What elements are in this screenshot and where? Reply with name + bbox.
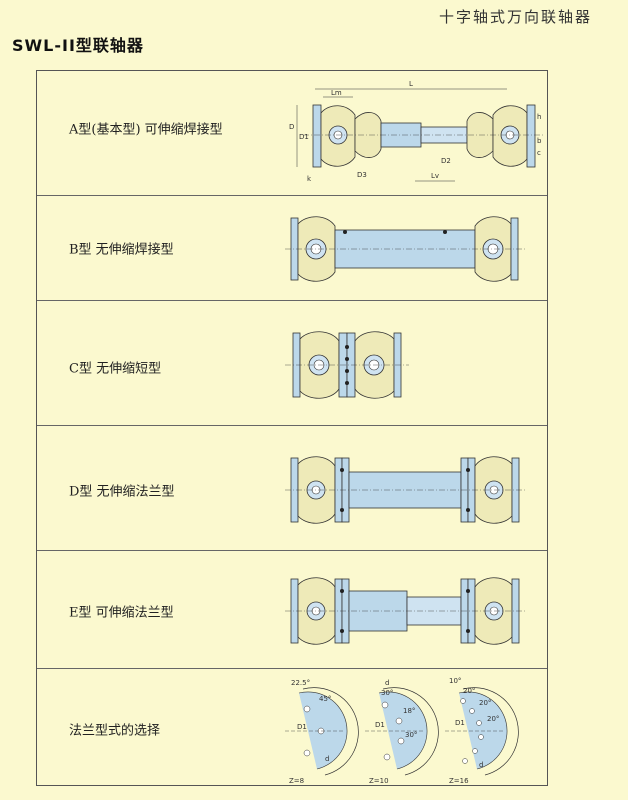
- z16-angle-3: 20°: [479, 699, 491, 707]
- coupling-type-table: A型(基本型) 可伸缩焊接型 L Lm: [36, 70, 548, 786]
- table-row-type-e: E型 可伸缩法兰型: [37, 551, 547, 669]
- drawing-type-d: [285, 454, 545, 526]
- table-row-type-b: B型 无伸缩焊接型: [37, 196, 547, 301]
- z16-d-label: d: [479, 761, 483, 769]
- drawing-type-a: L Lm: [285, 77, 545, 187]
- z16-angle-2: 20°: [463, 687, 475, 695]
- row-label-type-b: B型 无伸缩焊接型: [69, 242, 174, 258]
- z16-d1-label: D1: [455, 719, 465, 727]
- dimension-d1-label: D1: [299, 133, 309, 141]
- drawing-type-c: [285, 329, 545, 401]
- drawing-type-b: [285, 212, 545, 287]
- catalog-section-title: 十字轴式万向联轴器: [438, 8, 592, 26]
- dimension-lm-label: Lm: [331, 89, 342, 97]
- dimension-d-label: D: [289, 123, 294, 131]
- dimension-h-label: h: [537, 113, 541, 121]
- row-label-type-a: A型(基本型) 可伸缩焊接型: [69, 122, 223, 138]
- table-row-type-a: A型(基本型) 可伸缩焊接型 L Lm: [37, 71, 547, 196]
- dimension-l-label: L: [409, 80, 413, 88]
- table-row-type-c: C型 无伸缩短型: [37, 301, 547, 426]
- dimension-b-label: b: [537, 137, 542, 145]
- z16-angle-1: 10°: [449, 677, 461, 685]
- row-label-flange-selection: 法兰型式的选择: [69, 723, 161, 739]
- flange-option-z10: d 30° 18° 30° D1 Z=10: [365, 679, 439, 785]
- drawing-type-e: [285, 575, 545, 647]
- row-label-type-c: C型 无伸缩短型: [69, 361, 162, 377]
- dimension-d3-label: D3: [357, 171, 367, 179]
- z8-d-label: d: [325, 755, 329, 763]
- table-row-type-d: D型 无伸缩法兰型: [37, 426, 547, 551]
- z10-d-label: d: [385, 679, 389, 687]
- z8-caption: Z=8: [289, 777, 304, 785]
- z16-angle-4: 20°: [487, 715, 499, 723]
- z8-angle-2: 45°: [319, 695, 331, 703]
- row-label-type-e: E型 可伸缩法兰型: [69, 605, 174, 621]
- dimension-d2-label: D2: [441, 157, 451, 165]
- z8-d1-label: D1: [297, 723, 307, 731]
- dimension-c-label: c: [537, 149, 541, 157]
- z10-angle-3: 30°: [405, 731, 417, 739]
- table-row-flange-selection: 法兰型式的选择 22.5° 45° D1 d Z=8: [37, 669, 547, 787]
- z16-caption: Z=16: [449, 777, 469, 785]
- row-label-type-d: D型 无伸缩法兰型: [69, 484, 175, 500]
- dimension-lv-label: Lv: [431, 172, 439, 180]
- flange-option-z16: 10° 20° 20° 20° D1 d Z=16: [445, 677, 519, 785]
- z10-angle-1: 30°: [381, 689, 393, 697]
- dimension-k-label: k: [307, 175, 312, 183]
- z10-caption: Z=10: [369, 777, 389, 785]
- flange-option-z8: 22.5° 45° D1 d Z=8: [285, 679, 359, 785]
- page-title: SWL-II型联轴器: [12, 36, 144, 55]
- z10-angle-2: 18°: [403, 707, 415, 715]
- drawing-flange-options: 22.5° 45° D1 d Z=8 d 30° 1: [285, 675, 545, 785]
- z8-angle-1: 22.5°: [291, 679, 310, 687]
- z10-d1-label: D1: [375, 721, 385, 729]
